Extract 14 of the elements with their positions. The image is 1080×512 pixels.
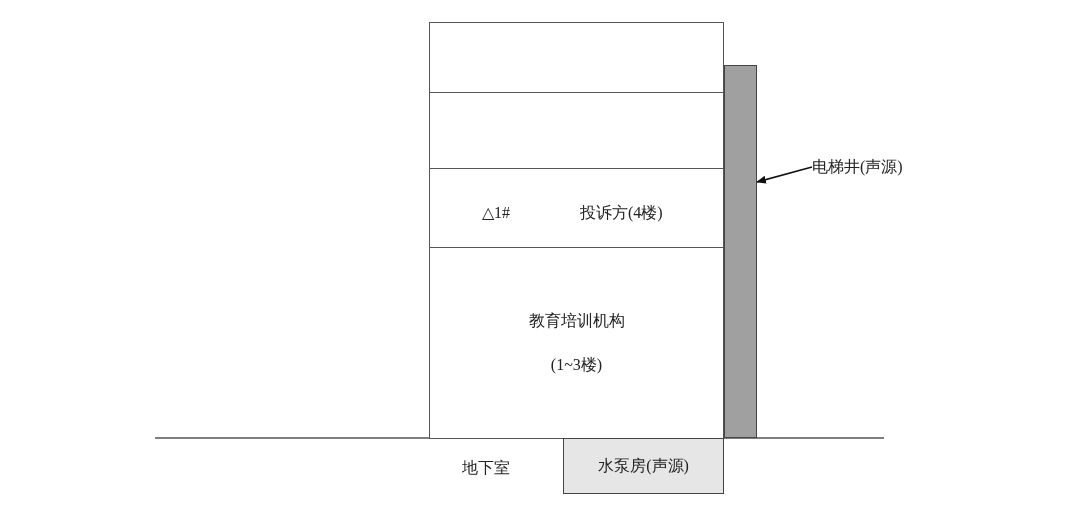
measurement-point-label: △1# bbox=[482, 203, 510, 223]
room-label: 水泵房(声源) bbox=[598, 456, 689, 477]
room-box bbox=[429, 168, 724, 248]
room-box bbox=[429, 247, 724, 439]
basement-label: 地下室 bbox=[462, 458, 510, 478]
elevator-shaft-bar bbox=[724, 65, 757, 438]
room-label: 教育培训机构 bbox=[528, 311, 625, 331]
room-label: (1~3楼) bbox=[550, 355, 603, 376]
floor-box bbox=[429, 22, 724, 93]
floor-box bbox=[429, 92, 724, 169]
arrow bbox=[756, 166, 813, 184]
room-box bbox=[563, 438, 724, 494]
room-label: 投诉方(4楼) bbox=[580, 203, 663, 224]
room-label: 电梯井(声源) bbox=[812, 157, 903, 178]
